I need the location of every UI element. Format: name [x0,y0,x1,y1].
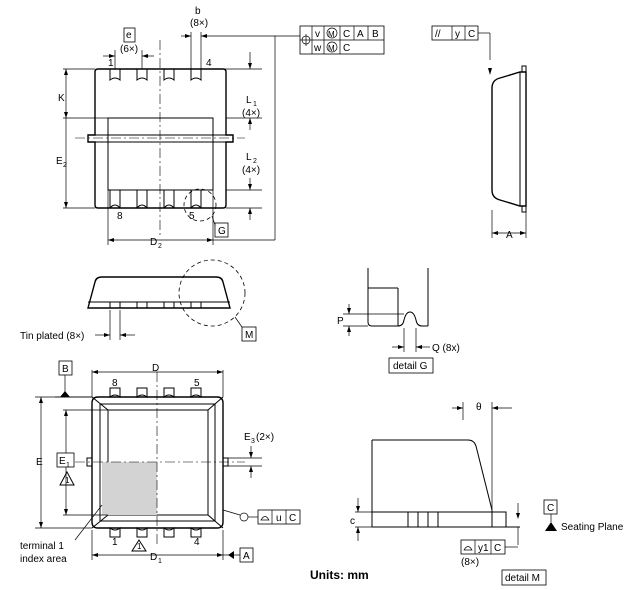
position-tolerance-frame: v M C A B w M C [299,25,385,55]
svg-text:1: 1 [253,101,257,108]
dim-e2-label: E [56,156,63,167]
datum-c-box [543,499,558,515]
svg-text:1: 1 [137,542,142,551]
svg-text:M: M [328,44,335,53]
datum-a-label: A [243,551,250,562]
note-1-triangle: 1 [65,476,70,485]
dim-l2-label: L [246,152,252,163]
svg-text:2: 2 [158,243,162,250]
coplanarity-y1: y1 [478,543,489,554]
pin1-label-top-view: 1 [108,58,114,69]
coplanarity-count: (8×) [461,557,479,568]
tin-plated-label: Tin plated (8×) [20,331,84,342]
dim-b-count: (8×) [190,18,208,29]
dim-d2-label: D [150,237,157,248]
dim-e-label: e [126,30,132,41]
dim-l1-count: (4×) [242,108,260,119]
detail-g-view: P Q (8x) detail G [337,268,460,374]
svg-text:2: 2 [63,162,67,169]
units-label: Units: mm [310,568,369,582]
dim-theta-label: θ [476,402,482,413]
dim-k-label: K [58,93,65,104]
svg-text:M: M [328,30,335,39]
terminal-1-index-area [102,462,157,515]
dim-l1-label: L [246,95,252,106]
fcf-w: w [313,43,322,54]
pin5-label-bottom-view: 5 [194,378,200,389]
svg-text:C: C [343,29,350,40]
detail-m-box [241,326,257,342]
pin8-label-top-view: 8 [117,211,123,222]
detail-m-circle [178,259,246,327]
index-area-note: index area [20,554,67,565]
svg-text:3: 3 [251,438,255,445]
datum-c-label: C [547,503,554,514]
detail-m-caption: detail M [505,573,540,584]
svg-text:1: 1 [158,558,162,565]
top-view: G e (6×) b (8×) 1 4 8 5 K [56,6,300,250]
svg-text:2: 2 [253,158,257,165]
dim-e3-count: (2×) [256,432,274,443]
detail-m-view: θ c C Seating Plane y1 C (8×) detail M [350,402,624,586]
dim-q-label: Q (8x) [432,343,460,354]
datum-b-label: B [62,364,69,375]
dim-e1-label: E [59,456,66,467]
dim-e3-label: E [244,432,251,443]
detail-g-label: G [218,226,226,237]
svg-text:C: C [468,29,475,40]
dim-c-label: c [350,516,355,527]
svg-text:A: A [357,29,364,40]
pin8-label-bottom-view: 8 [112,378,118,389]
pin4-label-top-view: 4 [206,58,212,69]
dim-d1-label: D [150,552,157,563]
pin4-label-bottom-view: 4 [194,537,200,548]
side-view-right: // y C A [431,25,527,241]
pin1-label-bottom-view: 1 [112,537,118,548]
seating-plane-label: Seating Plane [561,522,624,533]
svg-text:C: C [343,43,350,54]
dim-l2-count: (4×) [242,165,260,176]
dim-p-label: P [337,316,344,327]
parallel-symbol: // [435,29,441,40]
svg-text:C: C [494,543,501,554]
svg-text:C: C [289,513,296,524]
bottom-terminals [109,189,202,209]
dim-e-count: (6×) [120,44,138,55]
top-terminals [109,68,202,82]
dim-b-label: b [195,6,201,17]
svg-text:B: B [372,29,379,40]
dim-d-label: D [152,363,159,374]
flatness-u: u [276,513,282,524]
front-view: M Tin plated (8×) [20,259,257,342]
terminal-1-note: terminal 1 [20,541,64,552]
bottom-view-bottom-terminals [109,526,202,538]
detail-m-label: M [245,330,253,341]
datum-b-box [58,360,73,376]
bottom-view: 8 5 1 4 D B E E 1 1 [20,360,301,565]
dim-e-big-label: E [36,457,43,468]
dim-a-label: A [506,230,513,241]
svg-text:y: y [455,29,460,40]
detail-g-circle [183,188,217,222]
svg-text:1: 1 [66,462,70,469]
pin5-label-top-view: 5 [189,211,195,222]
bottom-view-top-terminals [109,387,202,399]
fcf-v: v [315,29,320,40]
detail-g-box [214,222,229,238]
datum-a-box [239,547,254,563]
detail-g-caption: detail G [393,361,428,372]
